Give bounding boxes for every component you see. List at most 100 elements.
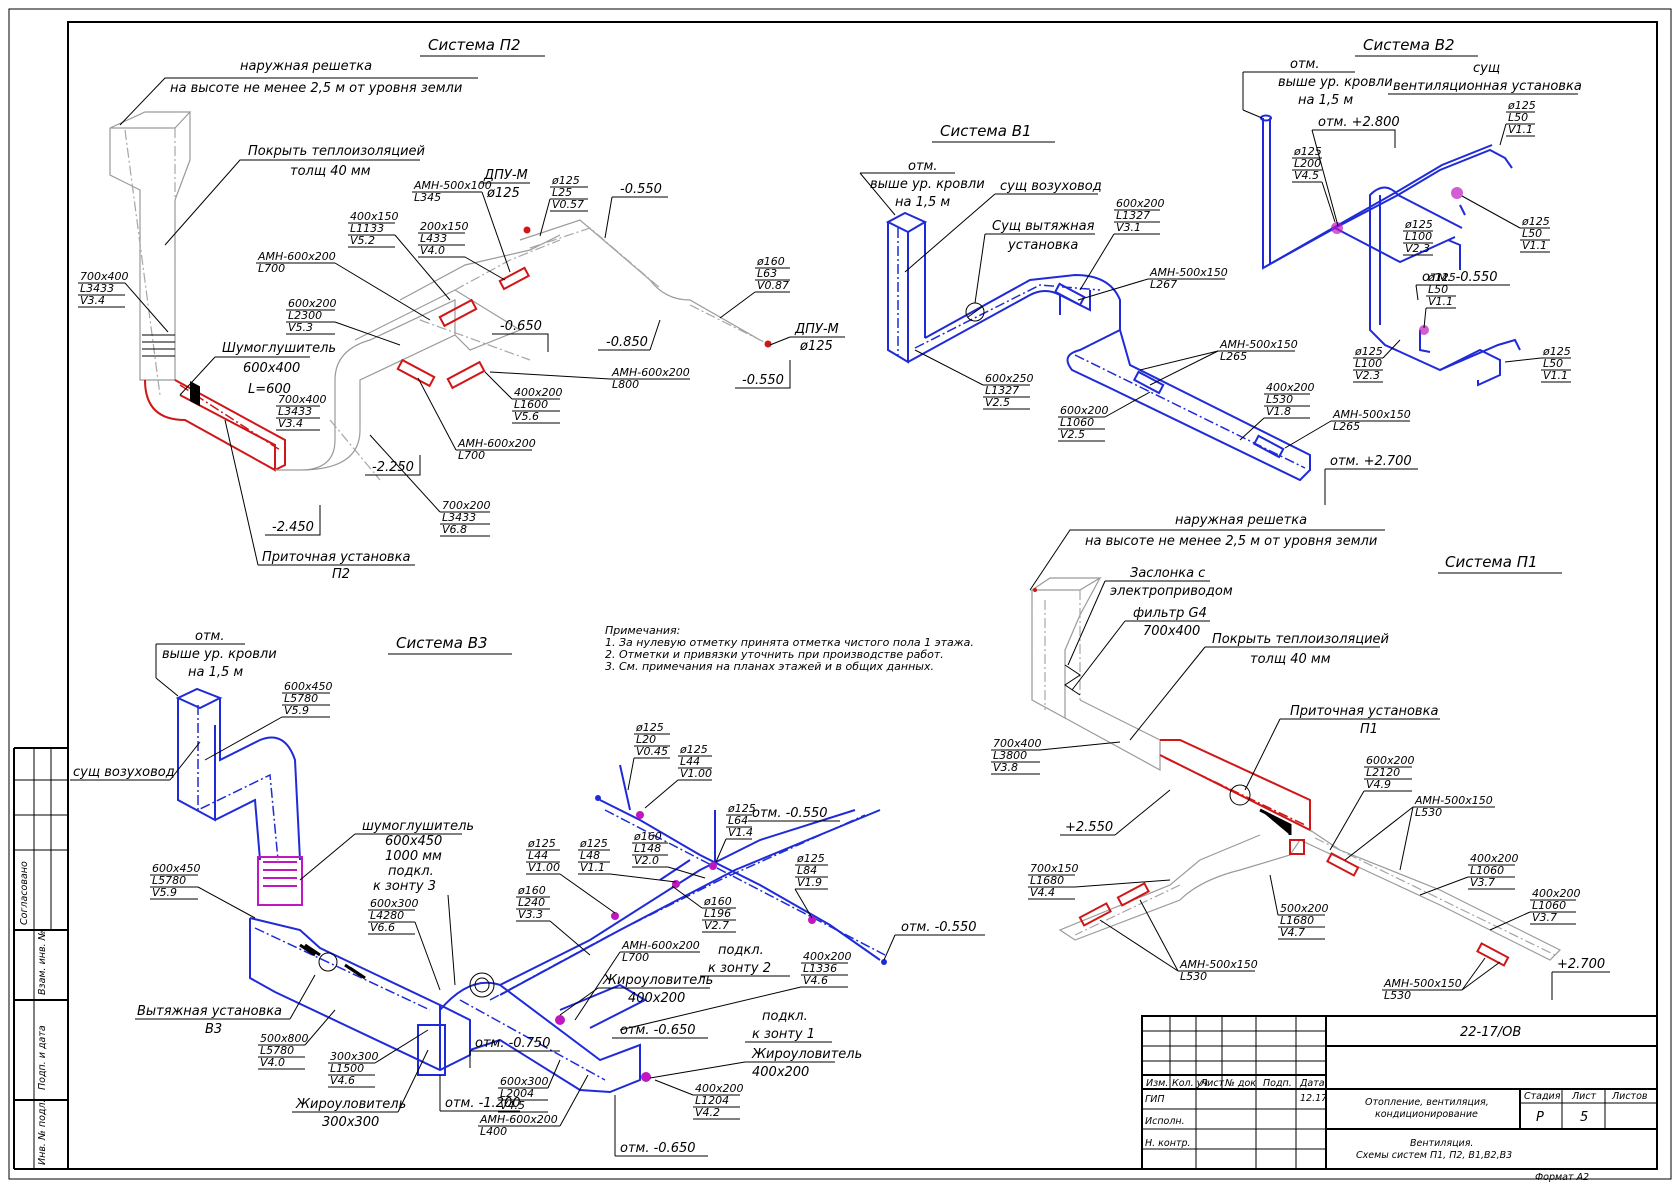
b3-duct6-label: 600х300 L2004 V4.5 <box>498 1059 561 1113</box>
tb-sheets-h: Листов <box>1611 1091 1648 1102</box>
p2-title: Система П2 <box>428 36 521 54</box>
svg-text:V5.9: V5.9 <box>152 886 177 899</box>
p1-unit-l1: Приточная установка <box>1290 704 1438 719</box>
svg-text:L1336: L1336 <box>803 962 837 975</box>
b3-grease3-l2: 400х200 <box>752 1065 809 1080</box>
svg-text:L1060: L1060 <box>1532 899 1566 912</box>
svg-text:L1060: L1060 <box>1060 416 1094 429</box>
svg-text:400х200: 400х200 <box>695 1082 744 1095</box>
tb-project-l2: кондиционирование <box>1375 1109 1478 1120</box>
b3-d125b-label: ø125 L44 V1.00 <box>644 743 712 809</box>
svg-text:ø160: ø160 <box>517 884 546 897</box>
svg-text:V4.0: V4.0 <box>420 244 445 257</box>
b3-silencer-l5: к зонту 3 <box>373 879 436 894</box>
p2-duct5-label: 400х150 L1133 V5.2 <box>348 210 451 301</box>
svg-text:L267: L267 <box>1150 278 1177 291</box>
tb-stage-h: Стадия <box>1524 1091 1561 1102</box>
b2-title: Система В2 <box>1363 36 1455 54</box>
svg-text:600х300: 600х300 <box>370 897 419 910</box>
svg-text:V5.6: V5.6 <box>514 410 539 423</box>
system-b1: Система В1 отм. выше ур. кровли на 1,5 м… <box>859 122 1418 505</box>
svg-text:V1.1: V1.1 <box>1522 239 1547 252</box>
b3-hood1-l2: к зонту 1 <box>752 1027 815 1042</box>
b3-top-l3: на 1,5 м <box>188 665 243 680</box>
svg-text:АМН-500х100: АМН-500х100 <box>413 179 492 192</box>
svg-text:500х800: 500х800 <box>260 1032 309 1045</box>
svg-text:ø125: ø125 <box>1293 145 1322 158</box>
b3-grease2-l1: Жироуловитель <box>602 973 713 988</box>
p2-unit-l2: П2 <box>332 567 350 582</box>
p2-dpu2-l2: ø125 <box>799 339 833 354</box>
b3-hood2-l2: к зонту 2 <box>708 961 771 976</box>
svg-text:V4.4: V4.4 <box>1030 886 1055 899</box>
b3-d160b-label: ø160 L240 V3.3 <box>516 884 591 956</box>
svg-text:L50: L50 <box>1543 357 1563 370</box>
b3-duct1-label: 600х450 L5780 V5.9 <box>204 680 333 761</box>
p2-lvl-0650: -0.650 <box>500 319 542 334</box>
svg-text:L4280: L4280 <box>370 909 404 922</box>
b1-exist-duct: сущ возуховод <box>1000 179 1102 194</box>
svg-text:АМН-500х150: АМН-500х150 <box>1219 338 1298 351</box>
svg-text:V4.9: V4.9 <box>1366 778 1391 791</box>
note-2: 2. Отметки и привязки уточнить при произ… <box>605 648 944 661</box>
tb-role-gip: ГИП <box>1145 1094 1165 1105</box>
svg-text:АМН-500х150: АМН-500х150 <box>1383 977 1462 990</box>
svg-text:400х150: 400х150 <box>350 210 399 223</box>
b2-top-l2: выше ур. кровли <box>1278 75 1393 90</box>
svg-text:L44: L44 <box>528 849 548 862</box>
b2-top-l3: на 1,5 м <box>1298 93 1353 108</box>
svg-text:600х200: 600х200 <box>1366 754 1415 767</box>
svg-text:V4.5: V4.5 <box>1294 169 1319 182</box>
svg-text:L50: L50 <box>1522 227 1542 240</box>
svg-text:АМН-500х150: АМН-500х150 <box>1149 266 1228 279</box>
svg-text:V1.1: V1.1 <box>1508 123 1533 136</box>
p2-amn-800-label: АМН-600х200 L800 <box>489 366 690 391</box>
p2-d125-label: ø125 L25 V0.57 <box>539 174 588 237</box>
svg-text:400х200: 400х200 <box>803 950 852 963</box>
b3-d125e-label: ø125 L64 V1.4 <box>715 802 756 863</box>
p2-unit-l1: Приточная установка <box>262 550 410 565</box>
svg-text:V5.2: V5.2 <box>350 234 375 247</box>
system-p1: Система П1 наружная решетка на высоте <box>991 513 1610 1002</box>
svg-text:V4.2: V4.2 <box>695 1106 720 1119</box>
b1-ductwork <box>885 211 1311 482</box>
b3-top-l1: отм. <box>195 629 224 644</box>
side-inv-repl-label: Взам. инв. № <box>37 930 48 995</box>
p2-amn-700b-label: АМН-600х200 L700 <box>417 377 536 462</box>
svg-text:АМН-500х150: АМН-500х150 <box>1179 958 1258 971</box>
b3-hood2-l1: подкл. <box>718 943 764 958</box>
svg-text:АМН-600х200: АМН-600х200 <box>621 939 700 952</box>
tb-sheet: 5 <box>1580 1110 1588 1125</box>
p2-grille-l1: наружная решетка <box>240 59 372 74</box>
b2-lvl-0550: отм. -0.550 <box>1422 270 1498 285</box>
p1-duct3-label: 700х150 L1680 V4.4 <box>1028 862 1171 900</box>
b1-lvl: отм. +2.700 <box>1330 454 1412 469</box>
svg-text:V2.7: V2.7 <box>704 919 729 932</box>
svg-text:V0.87: V0.87 <box>757 279 789 292</box>
svg-text:400х200: 400х200 <box>514 386 563 399</box>
p1-lvl-2550: +2.550 <box>1065 820 1113 835</box>
p1-insul-l1: Покрыть теплоизоляцией <box>1212 632 1389 647</box>
svg-text:600х300: 600х300 <box>500 1075 549 1088</box>
svg-text:L265: L265 <box>1333 420 1360 433</box>
tb-col-doc: № док <box>1224 1078 1256 1089</box>
p1-filter-l2: 700х400 <box>1143 624 1200 639</box>
svg-text:V3.8: V3.8 <box>993 761 1018 774</box>
svg-text:ø125: ø125 <box>796 852 825 865</box>
svg-text:V1.00: V1.00 <box>528 861 560 874</box>
notes: Примечания: 1. За нулевую отметку принят… <box>605 624 974 673</box>
svg-text:L25: L25 <box>552 186 572 199</box>
b1-title: Система В1 <box>940 122 1032 140</box>
svg-text:L700: L700 <box>458 449 485 462</box>
b3-d160a-label: ø160 L148 V2.0 <box>632 830 706 879</box>
svg-text:ø125: ø125 <box>527 837 556 850</box>
b3-amn-700-label: АМН-600х200 L700 <box>574 939 700 1021</box>
svg-text:V2.0: V2.0 <box>634 854 659 867</box>
p2-insul-l1: Покрыть теплоизоляцией <box>248 144 425 159</box>
svg-text:ø125: ø125 <box>579 837 608 850</box>
side-sign-date-label: Подп. и дата <box>37 1025 48 1090</box>
b3-lvl-0750: отм. -0.750 <box>475 1036 551 1051</box>
p1-duct4-label: 400х200 L1060 V3.7 <box>1419 852 1519 896</box>
svg-text:L148: L148 <box>634 842 661 855</box>
b3-duct7-label: 400х200 L1336 V4.6 <box>619 950 852 1031</box>
